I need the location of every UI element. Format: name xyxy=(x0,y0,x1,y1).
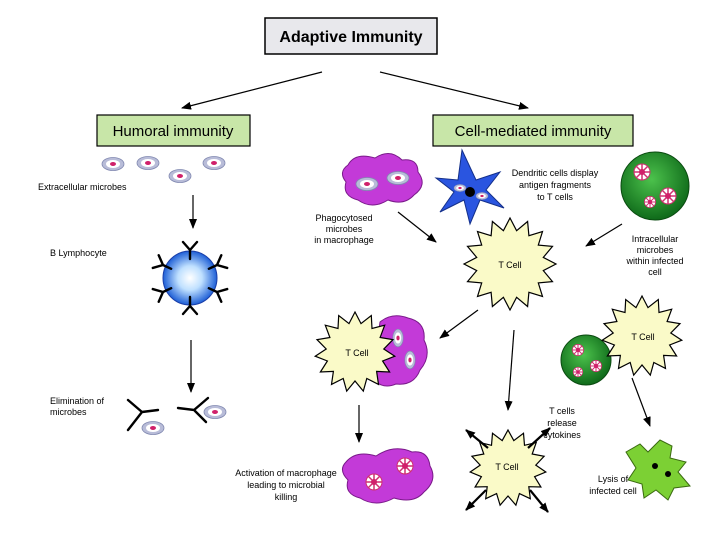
arrow-to-humoral xyxy=(181,71,323,110)
cytokines-label-line3: cytokines xyxy=(543,430,581,440)
humoral-label: Humoral immunity xyxy=(113,123,234,140)
extracellular-microbes-label: Extracellular microbes xyxy=(38,182,127,192)
intracellular-label-line3: within infected xyxy=(625,256,683,266)
intracellular-label-line4: cell xyxy=(648,267,662,277)
t-cell-left xyxy=(313,310,397,393)
infected-cell-top xyxy=(620,151,690,221)
arrow-infected-to-tcell xyxy=(585,223,623,247)
intracellular-label-line2: microbes xyxy=(637,245,674,255)
arrow-tcell-to-cytokine-tcell xyxy=(504,329,515,411)
activation-label-line2: leading to microbial xyxy=(247,480,325,490)
macrophage-top xyxy=(342,153,423,206)
arrow-tcell-to-macrophage-activation xyxy=(439,309,479,339)
cytokines-label-line2: release xyxy=(547,418,577,428)
t-cell-cytotoxic xyxy=(600,294,684,377)
humoral-box xyxy=(96,114,251,147)
t-cell-central-label: T Cell xyxy=(498,260,521,270)
cytokine-arrows xyxy=(465,427,551,513)
diagram-title: Adaptive Immunity xyxy=(279,29,422,46)
cell-mediated-box xyxy=(432,114,634,147)
infected-cell-lower xyxy=(560,334,612,386)
lysis-label-line1: Lysis of xyxy=(598,474,629,484)
activation-label-line3: killing xyxy=(275,492,298,502)
t-cell-cytokine-label: T Cell xyxy=(495,462,518,472)
intracellular-label-line1: Intracellular xyxy=(632,234,679,244)
t-cell-cytokine xyxy=(468,428,548,507)
t-cell-left-label: T Cell xyxy=(345,348,368,358)
activated-macrophage xyxy=(342,448,434,504)
phagocytosed-label-line2: microbes xyxy=(326,224,363,234)
arrow-to-cell-mediated xyxy=(379,71,529,110)
cell-mediated-label: Cell-mediated immunity xyxy=(455,123,612,140)
extracellular-microbes xyxy=(101,156,226,183)
b-lymphocyte-cell xyxy=(151,240,229,316)
lysis-label-line2: infected cell xyxy=(589,486,637,496)
dendritic-label-line3: to T cells xyxy=(537,192,573,202)
cytokines-label-line1: T cells xyxy=(549,406,575,416)
dendritic-label-line2: antigen fragments xyxy=(519,180,592,190)
phagocytosed-label-line3: in macrophage xyxy=(314,235,374,245)
arrow-to-lysis xyxy=(631,377,651,427)
t-cell-central xyxy=(462,216,558,312)
elimination-label-line2: microbes xyxy=(50,407,87,417)
lysed-infected-cell xyxy=(625,439,691,501)
elimination-label-line1: Elimination of xyxy=(50,396,105,406)
phagocytosed-label-line1: Phagocytosed xyxy=(315,213,372,223)
t-cell-cytotoxic-label: T Cell xyxy=(631,332,654,342)
antibody-microbe-complexes xyxy=(126,396,227,435)
arrow-phago-to-tcell xyxy=(397,211,437,243)
dendritic-label-line1: Dendritic cells display xyxy=(512,168,599,178)
activation-label-line1: Activation of macrophage xyxy=(235,468,337,478)
title-box xyxy=(264,17,438,55)
b-lymphocyte-label: B Lymphocyte xyxy=(50,248,107,258)
